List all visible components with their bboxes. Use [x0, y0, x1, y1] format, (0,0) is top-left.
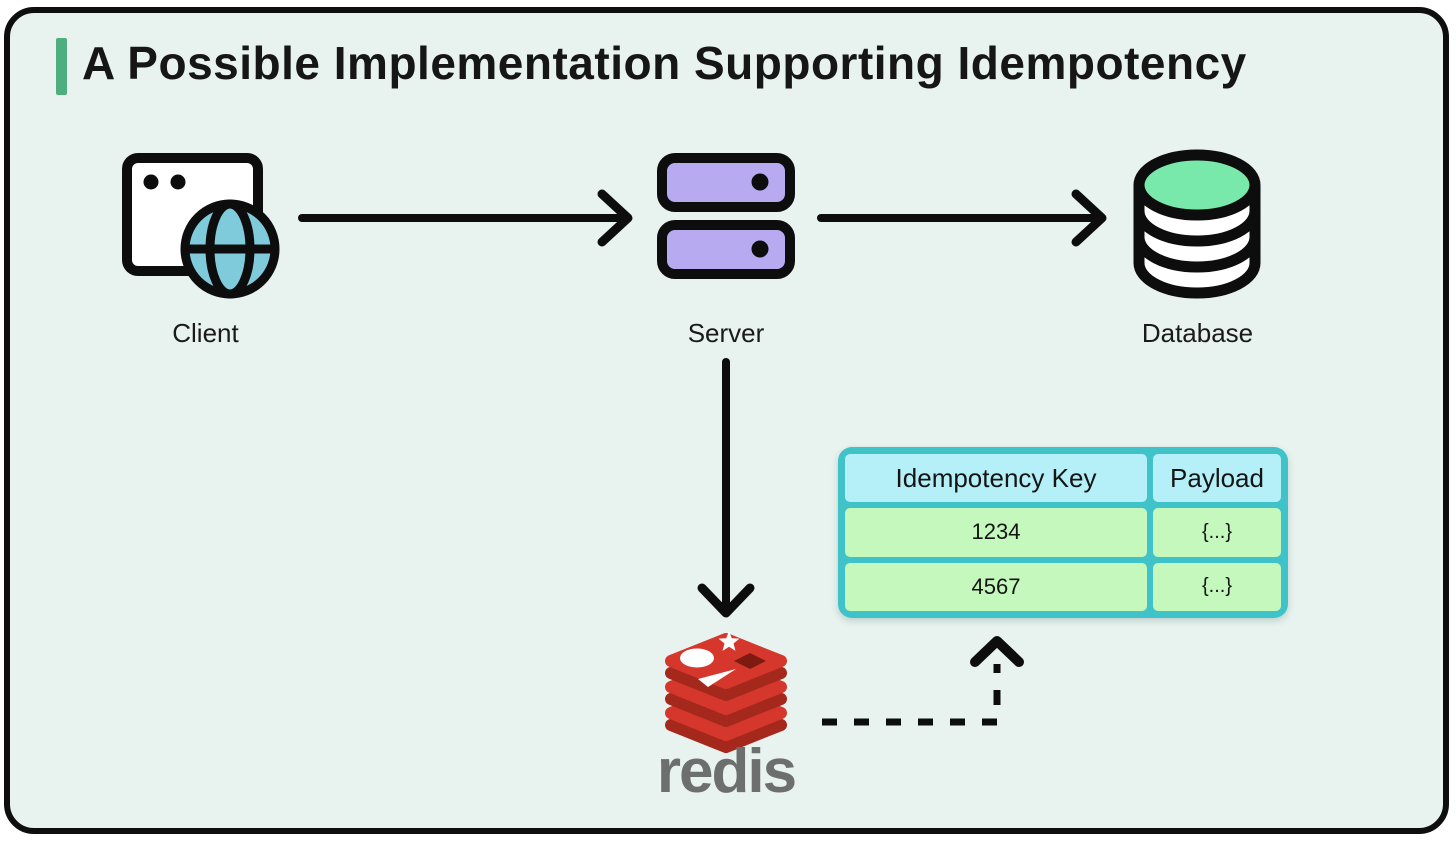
table-header-payload: Payload [1153, 454, 1281, 503]
redis-triangle-shape [698, 669, 736, 687]
table-row-key: 4567 [845, 562, 1147, 611]
database-label: Database [1141, 318, 1254, 348]
table-row-key: 1234 [845, 508, 1147, 557]
database-icon [1133, 149, 1261, 299]
server-label: Server [687, 318, 765, 348]
page-title: A Possible Implementation Supporting Ide… [82, 37, 1247, 89]
table-header-idempotency-key: Idempotency Key [845, 454, 1147, 503]
title-accent-bar [56, 38, 67, 95]
client-label: Client [172, 318, 239, 348]
redis-hole-shape [734, 653, 766, 669]
redis-star-shape [718, 631, 740, 651]
redis-wordmark: redis [656, 737, 797, 806]
server-icon [657, 153, 795, 279]
idempotency-table: Idempotency Key Payload 1234 {...} 4567 … [838, 447, 1288, 618]
client-browser-globe-icon [122, 153, 280, 299]
table-row-payload: {...} [1153, 508, 1281, 557]
redis-logo-icon [665, 631, 787, 753]
globe-icon [180, 199, 280, 299]
redis-ellipse-shape [680, 648, 714, 668]
table-row-payload: {...} [1153, 562, 1281, 611]
